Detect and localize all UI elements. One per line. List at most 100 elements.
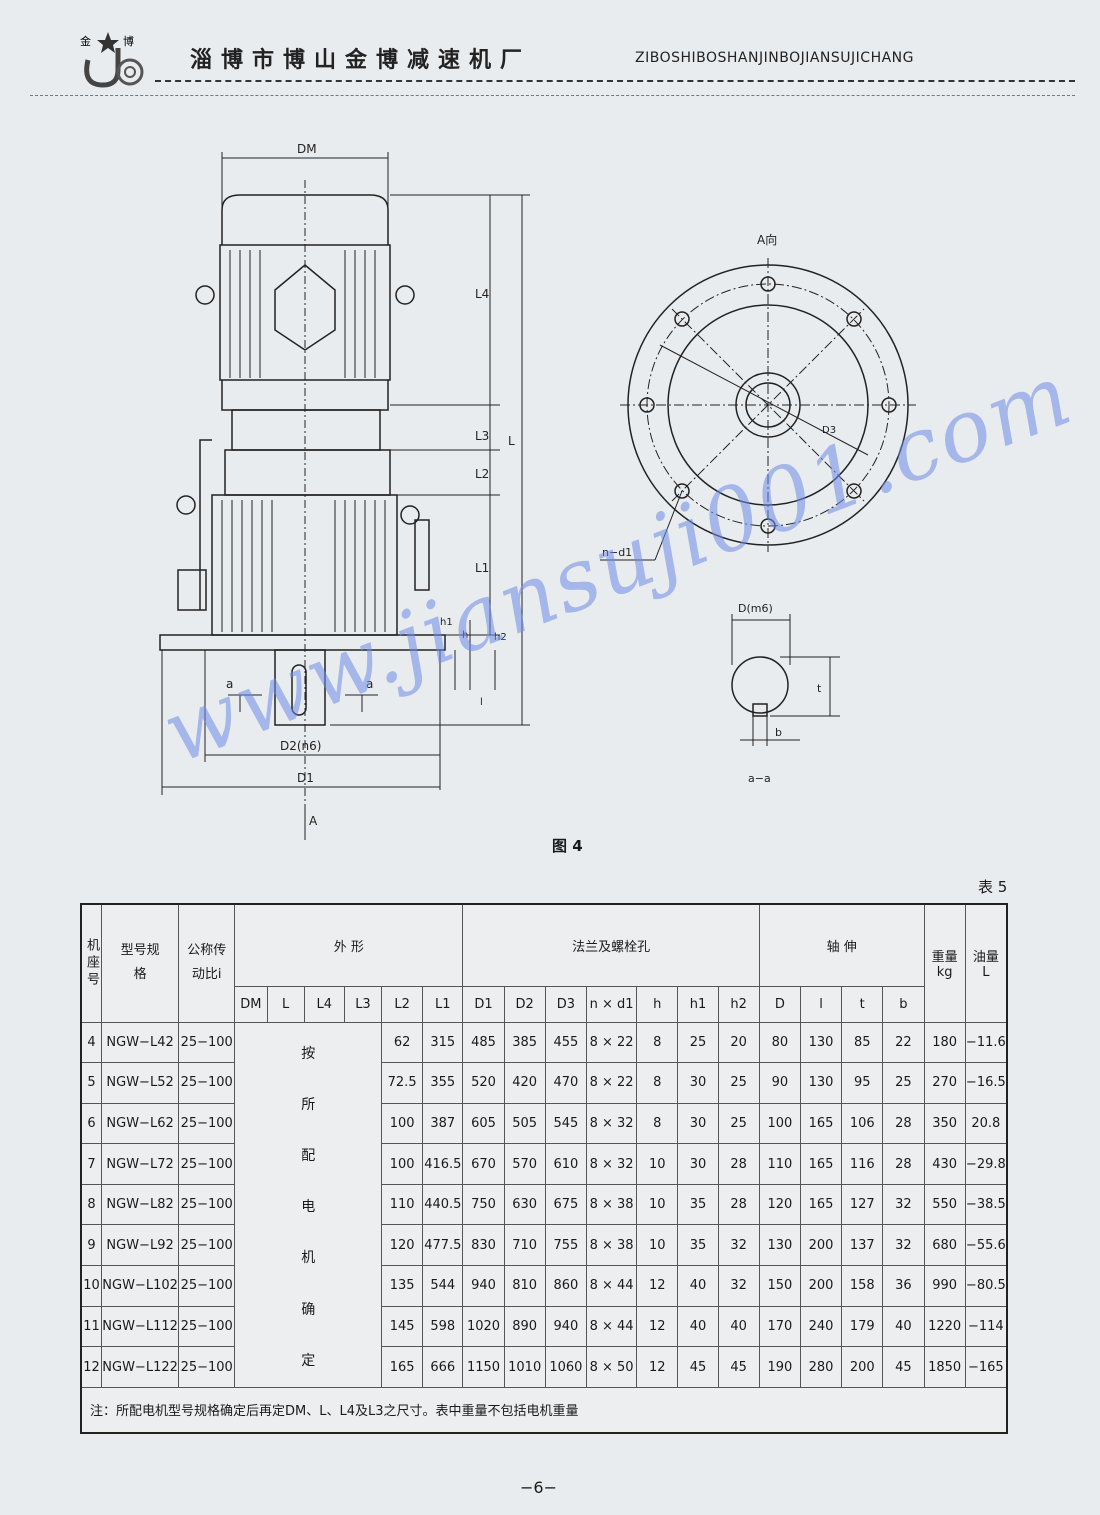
cell-d3: 860 — [544, 1265, 587, 1307]
cell-model: NGW−L92 — [101, 1224, 180, 1267]
cell-b: 22 — [882, 1021, 925, 1064]
page-number: −6− — [520, 1478, 557, 1497]
label-l2: L2 — [475, 467, 489, 481]
cell-l1: 666 — [422, 1346, 464, 1388]
cell-h2: 25 — [717, 1102, 760, 1145]
cell-w: 350 — [923, 1102, 966, 1145]
subheader-cell: D — [758, 985, 801, 1023]
cell-no: 11 — [80, 1305, 103, 1348]
cell-h1: 30 — [677, 1143, 719, 1185]
cell-nd: 8 × 38 — [585, 1224, 638, 1267]
cell-l: 165 — [799, 1183, 843, 1226]
cell-d2: 710 — [503, 1224, 546, 1267]
company-name-pinyin: ZIBOSHIBOSHANJINBOJIANSUJICHANG — [635, 50, 914, 66]
cell-nd: 8 × 38 — [585, 1183, 638, 1226]
cell-d2: 505 — [503, 1102, 546, 1145]
label-d3: D3 — [822, 425, 836, 436]
subheader-cell: t — [841, 985, 884, 1023]
cell-nd: 8 × 44 — [585, 1305, 638, 1348]
cell-no: 10 — [80, 1265, 103, 1307]
cell-d2: 890 — [503, 1305, 546, 1348]
cell-l: 200 — [799, 1224, 843, 1267]
cell-l2: 135 — [381, 1265, 424, 1307]
label-n-d1: n−d1 — [602, 546, 632, 559]
cell-l1: 544 — [422, 1265, 464, 1307]
cell-d1: 670 — [462, 1143, 505, 1185]
cell-l2: 62 — [381, 1021, 424, 1064]
cell-b: 28 — [882, 1102, 925, 1145]
label-a-right: a — [366, 677, 373, 691]
cell-model: NGW−L42 — [101, 1021, 180, 1064]
cell-oil: −165 — [964, 1346, 1008, 1388]
cell-t: 116 — [841, 1143, 884, 1185]
cell-t: 106 — [841, 1102, 884, 1145]
cell-h2: 28 — [717, 1143, 760, 1185]
label-h1: h1 — [440, 617, 453, 628]
cell-model: NGW−L52 — [101, 1062, 180, 1104]
logo-char-1: 金 — [80, 34, 91, 48]
cell-l2: 120 — [381, 1224, 424, 1267]
cell-d1: 1020 — [462, 1305, 505, 1348]
header-outline: 外 形 — [234, 903, 464, 987]
cell-l2: 110 — [381, 1183, 424, 1226]
cell-l1: 416.5 — [422, 1143, 464, 1185]
cell-t: 200 — [841, 1346, 884, 1388]
cell-h: 8 — [636, 1062, 679, 1104]
cell-h1: 35 — [677, 1224, 719, 1267]
cell-ratio: 25−100 — [178, 1143, 236, 1185]
cell-w: 1220 — [923, 1305, 966, 1348]
cell-l: 280 — [799, 1346, 843, 1388]
cell-ratio: 25−100 — [178, 1021, 236, 1064]
header-shaft: 轴 伸 — [758, 903, 925, 987]
label-l3: L3 — [475, 429, 489, 443]
cell-l1: 440.5 — [422, 1183, 464, 1226]
subheader-cell: L3 — [343, 985, 383, 1023]
cell-l: 165 — [799, 1143, 843, 1185]
subheader-cell: L4 — [303, 985, 345, 1023]
label-t: t — [817, 682, 822, 695]
cell-w: 680 — [923, 1224, 966, 1267]
merged-char: 定 — [301, 1352, 316, 1369]
company-logo: 金 博 — [80, 32, 144, 88]
cell-no: 9 — [80, 1224, 103, 1267]
mounting-flange — [159, 634, 446, 651]
cell-t: 95 — [841, 1062, 884, 1104]
cell-t: 179 — [841, 1305, 884, 1348]
cell-h2: 32 — [717, 1224, 760, 1267]
cell-h2: 28 — [717, 1183, 760, 1226]
cell-nd: 8 × 22 — [585, 1021, 638, 1064]
label-a-left: a — [226, 677, 233, 691]
subheader-cell: h2 — [717, 985, 760, 1023]
cell-d1: 1150 — [462, 1346, 505, 1388]
cell-l2: 100 — [381, 1143, 424, 1185]
cell-oil: −80.5 — [964, 1265, 1008, 1307]
cell-w: 430 — [923, 1143, 966, 1185]
cell-d: 190 — [758, 1346, 801, 1388]
cell-ratio: 25−100 — [178, 1224, 236, 1267]
cell-w: 270 — [923, 1062, 966, 1104]
cell-oil: 20.8 — [964, 1102, 1008, 1145]
cell-l1: 387 — [422, 1102, 464, 1145]
table-note: 注：所配电机型号规格确定后再定DM、L、L4及L3之尺寸。表中重量不包括电机重量 — [80, 1386, 1008, 1434]
header-flange: 法兰及螺栓孔 — [462, 903, 760, 987]
subheader-cell: h1 — [677, 985, 719, 1023]
cell-l: 130 — [799, 1021, 843, 1064]
cell-d1: 940 — [462, 1265, 505, 1307]
label-section: a−a — [748, 772, 771, 785]
cell-no: 12 — [80, 1346, 103, 1388]
shaft-section — [731, 656, 789, 714]
cell-oil: −11.6 — [964, 1021, 1008, 1064]
cell-h: 12 — [636, 1265, 679, 1307]
cell-model: NGW−L82 — [101, 1183, 180, 1226]
cell-d1: 830 — [462, 1224, 505, 1267]
cell-oil: −29.8 — [964, 1143, 1008, 1185]
cell-l2: 72.5 — [381, 1062, 424, 1104]
cell-h2: 32 — [717, 1265, 760, 1307]
subheader-cell: DM — [234, 985, 268, 1023]
cell-model: NGW−L72 — [101, 1143, 180, 1185]
header-model: 型号规格 — [101, 903, 180, 1023]
